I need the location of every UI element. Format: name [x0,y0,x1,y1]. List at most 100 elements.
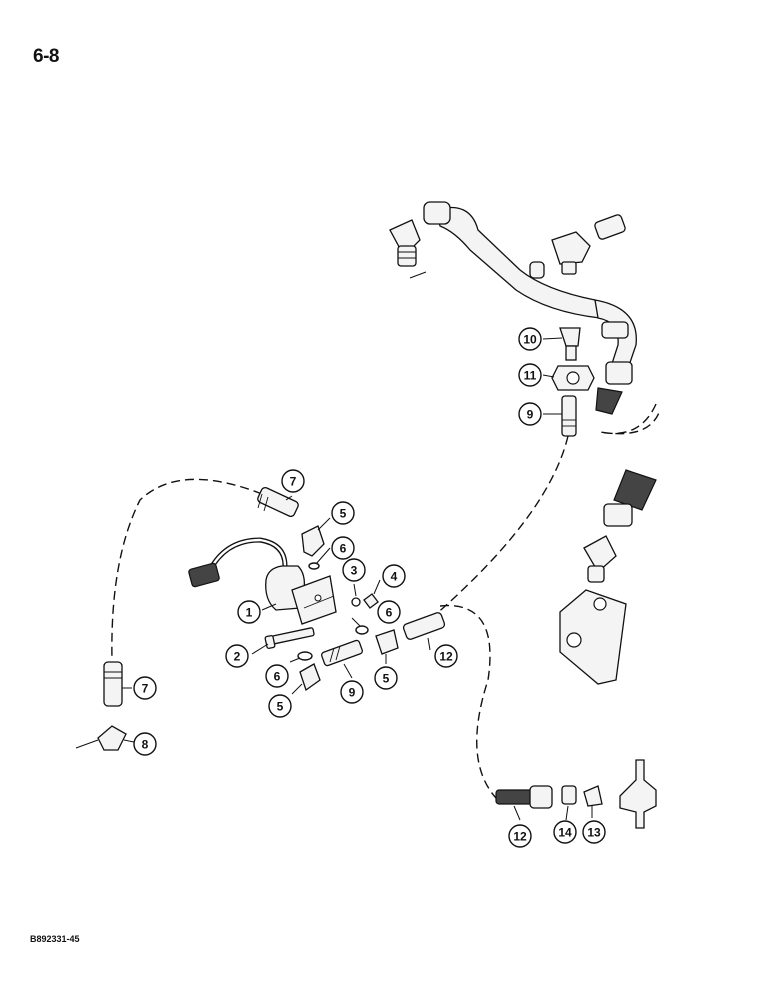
tee-fitting-upper [551,231,591,265]
callout-circle [331,536,355,560]
callout-label: 5 [340,507,347,521]
hose-center-diagonal [419,435,569,629]
callout-label: 7 [290,475,297,489]
part-5-elbow-upper [301,525,325,557]
hose-end-right [613,469,657,511]
page-number: 6-8 [33,46,59,67]
callout-circle [133,732,157,756]
part-5-elbow-lower [299,663,321,692]
callout-circle [340,680,364,704]
callout-circle [281,469,305,493]
callout-label: 3 [351,564,358,578]
callout-circle [518,327,542,351]
callout-7: 7 [133,676,157,700]
hose-upper-left [111,478,263,661]
callout-label: 14 [558,826,572,840]
callout-circle [133,676,157,700]
callout-13: 13 [582,820,606,844]
right-side-fittings [551,327,657,685]
callout-label: 6 [386,606,393,620]
callout-circle [342,558,366,582]
tee-fitting-lower [619,759,657,829]
elbow-fitting-right [583,535,617,574]
callout-label: 5 [383,672,390,686]
callout-label: 13 [587,826,601,840]
callout-14: 14 [553,820,577,844]
hose-far-right [599,403,661,435]
part-14-nut [561,785,577,805]
part-3-washer [351,597,361,607]
part-7-hose-end-lower [103,661,123,707]
callout-circle [225,644,249,668]
callout-label: 6 [340,542,347,556]
callout-10: 10 [518,327,542,351]
callout-label: 5 [277,700,284,714]
callout-6: 6 [377,600,401,624]
callout-label: 7 [142,682,149,696]
callout-circle [374,666,398,690]
callout-circle [237,600,261,624]
part-4-nut [363,593,379,609]
part-9-upper-adapter [561,395,577,437]
callout-circle [265,664,289,688]
callout-2: 2 [225,644,249,668]
callout-11: 11 [518,363,542,387]
callout-circle [331,501,355,525]
callout-circle [582,820,606,844]
callout-circle [377,600,401,624]
callout-6: 6 [265,664,289,688]
callout-12: 12 [434,644,458,668]
callout-circle [553,820,577,844]
callout-label: 1 [246,606,253,620]
lower-right-fittings [495,759,657,829]
part-5-elbow-mid [375,629,399,655]
callout-circle [268,694,292,718]
callout-3: 3 [342,558,366,582]
callout-label: 9 [527,408,534,422]
part-9-adapter-mid [321,639,363,667]
callout-label: 10 [523,333,537,347]
callout-5: 5 [268,694,292,718]
callout-8: 8 [133,732,157,756]
callout-label: 12 [513,830,527,844]
part-6-oring-upper [308,562,320,570]
lower-left-fittings [97,661,127,751]
callout-6: 6 [331,536,355,560]
reference-code: B892331-45 [30,934,80,944]
callout-12: 12 [508,824,532,848]
callout-1: 1 [237,600,261,624]
callout-5: 5 [374,666,398,690]
electrical-connector [188,562,220,588]
solenoid-valve-assembly [188,486,446,692]
callout-leaders [122,337,593,821]
part-6-oring-lower [297,651,313,661]
callout-circle [518,402,542,426]
part-13-adapter [583,785,603,807]
callout-label: 11 [524,369,537,383]
callout-7: 7 [281,469,305,493]
callout-label: 4 [391,570,398,584]
callout-9: 9 [518,402,542,426]
callout-circle [518,363,542,387]
part-8-elbow [97,725,127,751]
valve-block-right [559,589,627,685]
callout-9: 9 [340,680,364,704]
callout-4: 4 [382,564,406,588]
callout-label: 6 [274,670,281,684]
callout-label: 9 [349,686,356,700]
part-7-hose-end-upper [257,486,299,518]
part-10-adapter [559,327,581,347]
part-12-hose-end-lower [495,789,533,805]
callout-circle [382,564,406,588]
valve-body [291,575,337,625]
part-2-bolt [269,627,315,645]
tube-nut-upper-left [423,201,451,225]
part-6-oring-mid [355,625,369,635]
callout-circle [508,824,532,848]
upper-tube-assembly [389,201,637,415]
callout-label: 12 [439,650,453,664]
callout-5: 5 [331,501,355,525]
callout-label: 8 [142,738,149,752]
quick-coupler-upper [594,214,626,240]
